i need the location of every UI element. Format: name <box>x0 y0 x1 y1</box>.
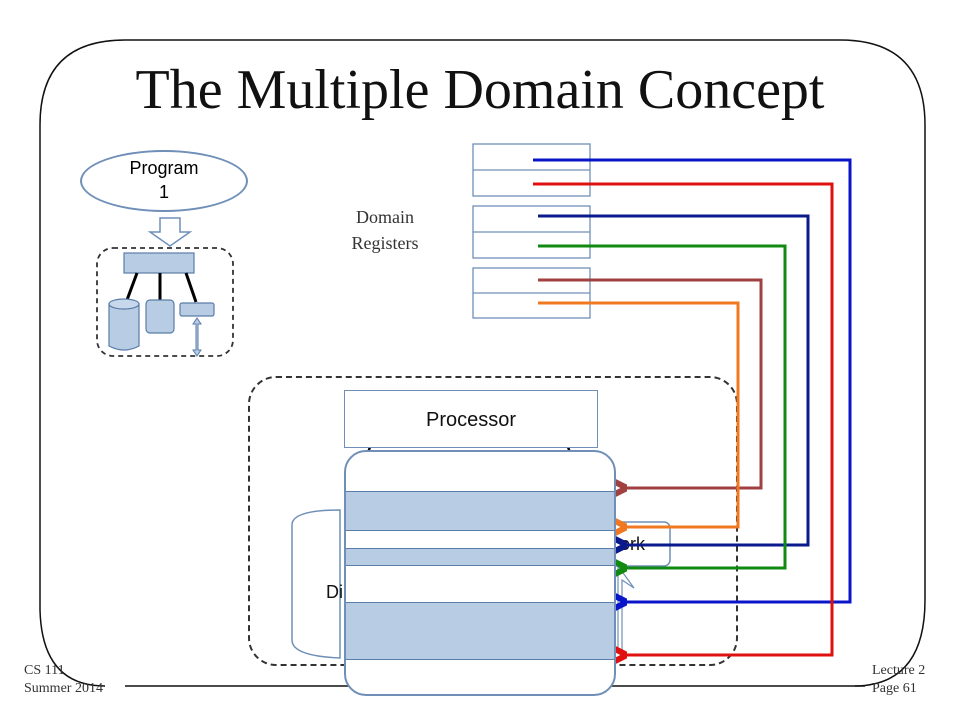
processor-box: Processor <box>344 390 598 448</box>
domain-register-3 <box>472 267 591 319</box>
down-arrow-icon <box>147 217 193 247</box>
domain-register-1 <box>472 143 591 197</box>
footer-course: CS 111 <box>24 663 65 678</box>
domain-registers-label: Domain Registers <box>351 207 419 253</box>
disk-label-fragment: Di <box>326 582 343 602</box>
wire-navy <box>538 214 810 545</box>
disk-cylinder <box>291 509 341 659</box>
program-label-line2: 1 <box>158 182 169 202</box>
program-ellipse: Program 1 <box>80 150 248 212</box>
domain-register-2 <box>472 205 591 259</box>
footer-lecture: Lecture 2 <box>872 663 926 678</box>
program-small-block <box>179 302 215 317</box>
program-label-line1: Program <box>129 158 199 178</box>
footer-term: Summer 2014 <box>24 681 103 696</box>
overlay-row-1 <box>346 491 614 531</box>
double-arrow-icon <box>192 317 202 357</box>
wire-orange <box>538 301 740 527</box>
footer-right: Lecture 2 Page 61 <box>872 662 925 698</box>
footer-page: Page 61 <box>872 681 917 696</box>
overlay-row-2 <box>346 548 614 566</box>
slide-title: The Multiple Domain Concept <box>135 59 825 121</box>
footer-left: CS 111 Summer 2014 <box>24 662 103 698</box>
overlay-row-3 <box>346 602 614 660</box>
program-block <box>145 299 175 334</box>
program-domain-box <box>96 247 234 357</box>
overlay-panel <box>344 450 616 696</box>
wire-blue <box>533 158 852 602</box>
wire-red <box>533 182 834 655</box>
wire-brown <box>538 278 763 488</box>
wire-green <box>538 244 787 568</box>
